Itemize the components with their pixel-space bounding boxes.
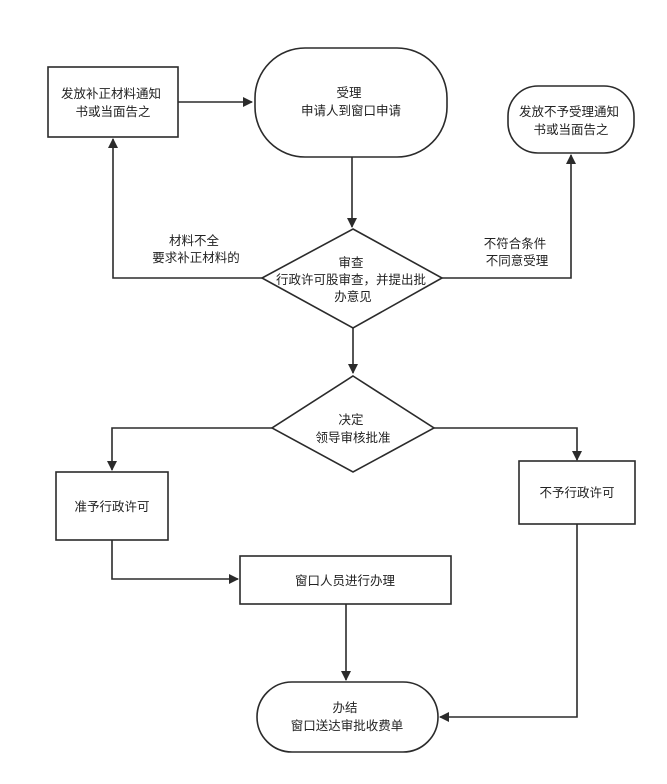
- node-complete-text: 办结 窗口送达审批收费单: [291, 700, 404, 733]
- node-decision-text: 决定 领导审核批准: [315, 412, 390, 445]
- node-window-process-text: 窗口人员进行办理: [295, 573, 396, 588]
- node-accept-text: 受理 申请人到窗口申请: [301, 85, 401, 118]
- edge-review-to-supplement: [108, 138, 262, 279]
- node-window-process: 窗口人员进行办理: [239, 555, 452, 605]
- node-grant-text: 准予行政许可: [74, 499, 149, 514]
- node-review-text: 审查 行政许可股审查，并提出批 办意见: [276, 255, 430, 304]
- edge-decision-to-grant: [107, 427, 272, 471]
- node-deny-text: 不予行政许可: [539, 485, 614, 500]
- node-supplement-notice-text: 发放补正材料通知 书或当面告之: [61, 86, 165, 119]
- node-grant: 准予行政许可: [55, 471, 169, 541]
- edge-deny-to-complete: [439, 524, 578, 722]
- node-decision: 决定 领导审核批准: [270, 375, 436, 473]
- node-reject-notice: 发放不予受理通知 书或当面告之: [507, 85, 635, 154]
- node-accept: 受理 申请人到窗口申请: [254, 47, 448, 158]
- edge-label-not-qualified: 不符合条件 不同意受理: [484, 236, 551, 268]
- edge-label-incomplete: 材料不全 要求补正材料的: [152, 233, 240, 265]
- node-reject-notice-text: 发放不予受理通知 书或当面告之: [519, 104, 623, 137]
- connectors: [107, 97, 582, 722]
- node-complete: 办结 窗口送达审批收费单: [256, 681, 439, 753]
- node-review: 审查 行政许可股审查，并提出批 办意见: [260, 228, 444, 329]
- edge-decision-to-deny: [434, 427, 582, 461]
- edge-grant-to-window: [111, 540, 239, 584]
- edge-review-to-reject: [442, 154, 576, 279]
- node-deny: 不予行政许可: [518, 460, 636, 525]
- node-supplement-notice: 发放补正材料通知 书或当面告之: [47, 66, 179, 138]
